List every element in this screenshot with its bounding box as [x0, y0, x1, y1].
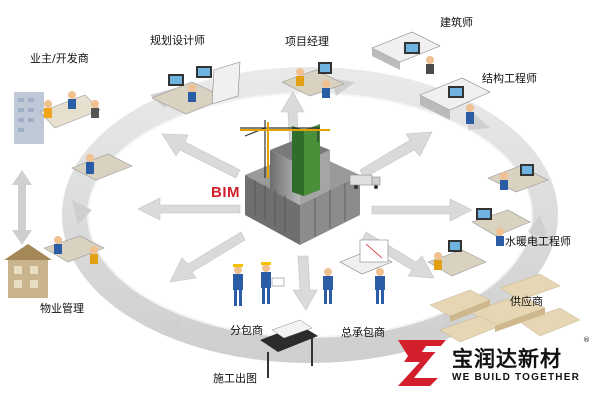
property-illustration: [4, 235, 105, 298]
participant-label: 项目经理: [285, 35, 329, 48]
participant-label: 物业管理: [40, 302, 84, 315]
mep-illustration: [471, 208, 531, 246]
ring-arrow: [72, 200, 92, 225]
ring-arrow: [158, 318, 182, 335]
building-illustration: [240, 120, 360, 245]
participant-label: 供应商: [510, 295, 543, 308]
owner2-illustration: [71, 153, 133, 181]
center-label: BIM: [211, 184, 240, 201]
registered-mark: ®: [583, 336, 590, 344]
participant-label: 水暖电工程师: [505, 235, 571, 248]
supplier-illustration: [429, 273, 581, 343]
truck-icon: [349, 174, 381, 189]
sub-illustration: [233, 262, 285, 306]
owner-illustration: [14, 91, 101, 144]
participant-label: 结构工程师: [482, 72, 537, 85]
structural-illustration: [419, 77, 491, 124]
participant-label: 施工出图: [213, 372, 257, 385]
ring-arrow: [528, 215, 548, 240]
plotter-illustration: [260, 319, 318, 378]
analyst-illustration: [487, 164, 549, 193]
architect-illustration: [371, 31, 441, 74]
participant-label: 业主/开发商: [30, 52, 89, 65]
left-double-arrow: [12, 170, 32, 245]
participant-label: 总承包商: [341, 326, 385, 339]
gc-illustration: [323, 239, 393, 304]
mep2-illustration: [427, 240, 487, 277]
planner-illustration: [151, 61, 241, 115]
participant-label: 建筑师: [440, 16, 473, 29]
brand-logo-icon: [398, 340, 446, 386]
brand-tagline: WE BUILD TOGETHER: [452, 372, 580, 383]
participant-label: 分包商: [230, 324, 263, 337]
pm-illustration: [281, 62, 345, 98]
brand-name: 宝润达新材: [452, 347, 562, 371]
participant-label: 规划设计师: [150, 34, 205, 47]
